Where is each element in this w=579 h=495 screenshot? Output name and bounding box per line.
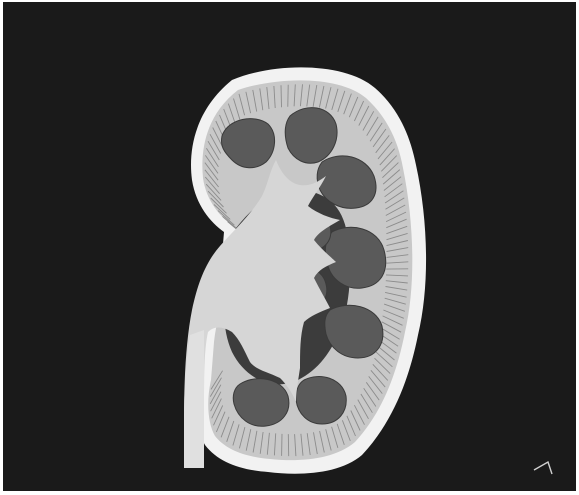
pyramid-7 (296, 377, 346, 424)
cortex-streak (281, 85, 282, 107)
